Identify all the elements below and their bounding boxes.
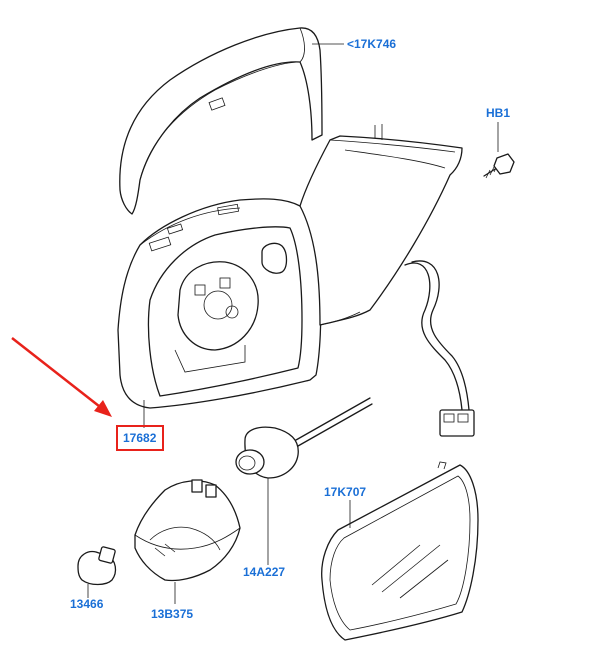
mirror-housing-drawing[interactable] [117,198,322,409]
part-label-screw[interactable]: HB1 [486,106,511,120]
lamp-housing-drawing[interactable] [134,479,241,582]
wiring-harness-drawing[interactable] [404,260,475,437]
red-pointer-arrow [11,337,112,417]
part-label-cover[interactable]: <17K746 [347,37,397,51]
bulb-drawing[interactable] [77,546,117,586]
mirror-base-drawing[interactable] [299,124,463,326]
part-label-bulb[interactable]: 13466 [70,597,104,611]
part-label-lamp[interactable]: 13B375 [151,607,194,621]
lamp-socket-drawing[interactable] [235,397,373,479]
screw-drawing[interactable] [483,153,515,179]
mirror-glass-drawing[interactable] [321,461,479,641]
part-label-glass[interactable]: 17K707 [324,485,367,499]
mirror-cover-drawing[interactable] [119,27,323,215]
leader-lines [87,43,499,604]
part-label-housing[interactable]: 17682 [123,431,157,445]
highlight-box [116,425,164,451]
part-label-socket[interactable]: 14A227 [243,565,286,579]
